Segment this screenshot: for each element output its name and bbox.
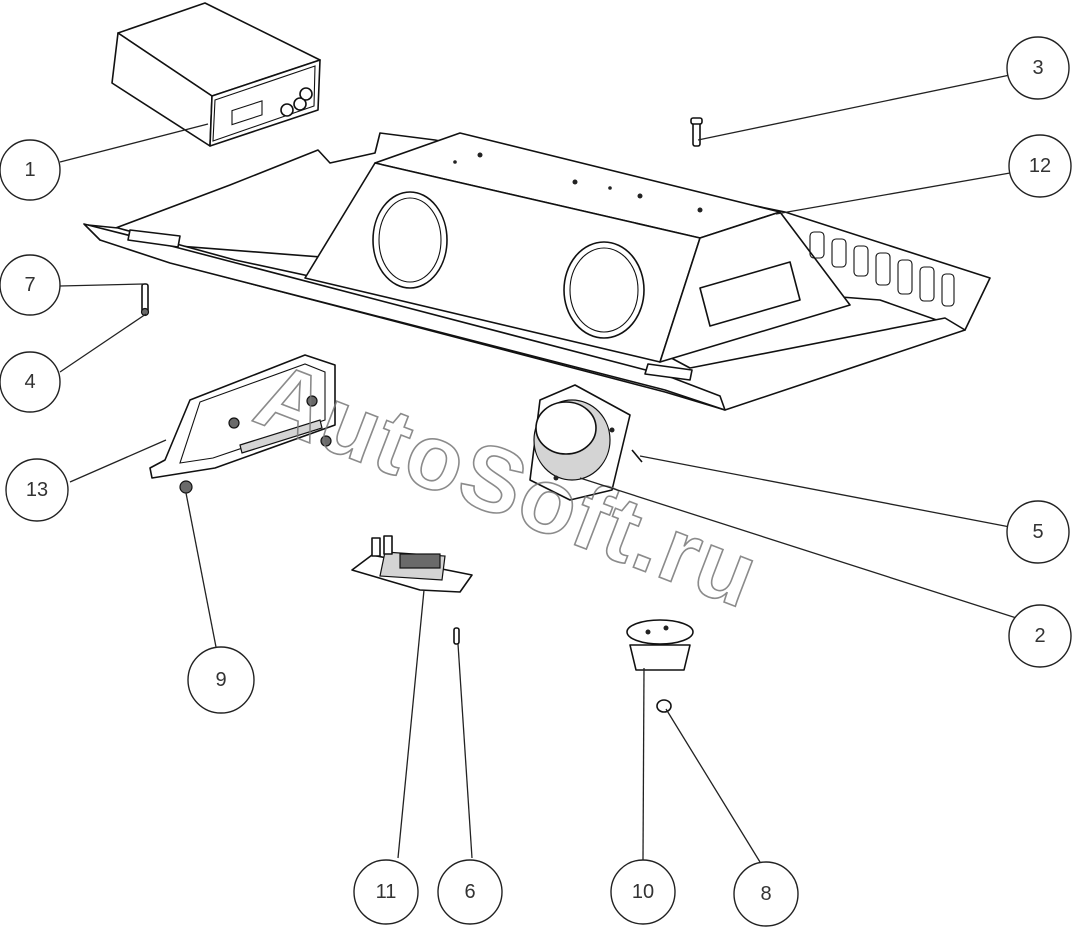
part-console-tray (83, 132, 991, 411)
part-screw-9 (179, 480, 193, 494)
callout-9-label: 9 (215, 669, 226, 691)
part-speaker (529, 384, 631, 501)
callout-2: 2 (1008, 604, 1072, 668)
callout-9: 9 (187, 646, 255, 714)
callout-12: 12 (1008, 134, 1072, 198)
leader-lines (59, 74, 1036, 863)
part-screw-4-7 (140, 283, 150, 317)
part-nut (656, 699, 672, 713)
callout-8-label: 8 (760, 883, 771, 905)
callout-2-label: 2 (1034, 625, 1045, 647)
callout-3: 3 (1006, 36, 1070, 100)
callout-1-label: 1 (24, 159, 35, 181)
callout-6: 6 (437, 859, 503, 925)
part-cap (626, 619, 694, 671)
callout-13-label: 13 (26, 479, 48, 501)
callout-11-label: 11 (376, 881, 397, 903)
part-connector-plate (351, 535, 473, 593)
callout-12-label: 12 (1029, 155, 1051, 177)
callout-4: 4 (0, 351, 61, 413)
callout-7: 7 (0, 254, 61, 316)
callout-10-label: 10 (632, 881, 654, 903)
part-screw-5 (631, 449, 643, 463)
callout-11: 11 (353, 859, 419, 925)
part-radio-unit (111, 2, 321, 147)
callout-10: 10 (610, 859, 676, 925)
callout-8: 8 (733, 861, 799, 927)
callout-5-label: 5 (1032, 521, 1043, 543)
callout-5: 5 (1006, 500, 1070, 564)
callout-3-label: 3 (1032, 57, 1043, 79)
part-screw-6 (453, 627, 460, 645)
part-bolt-3 (690, 117, 703, 147)
callout-4-label: 4 (24, 371, 35, 393)
callout-6-label: 6 (464, 881, 475, 903)
callout-1: 1 (0, 139, 61, 201)
callout-13: 13 (5, 458, 69, 522)
callout-7-label: 7 (24, 274, 35, 296)
part-bracket-plate (149, 354, 336, 479)
